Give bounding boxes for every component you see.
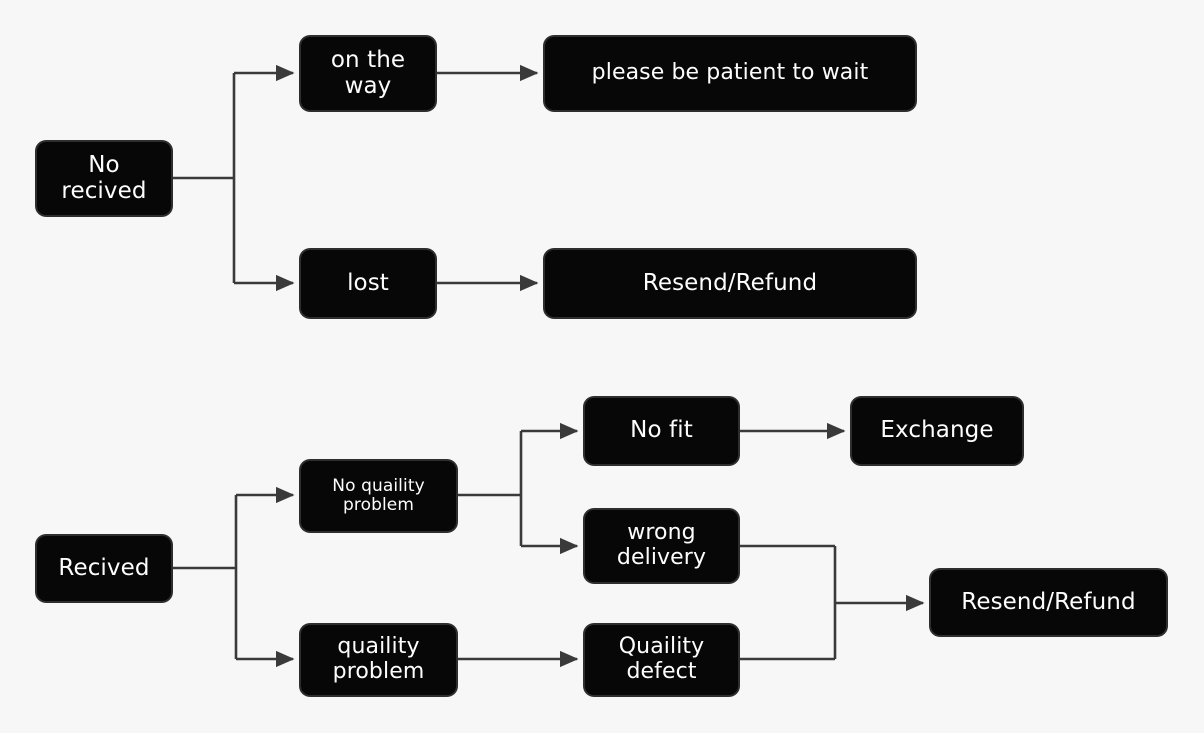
node-please-be-patient-to-wait[interactable]: please be patient to wait [545,37,915,110]
node-no-fit[interactable]: No fit [585,398,738,464]
node-quaility-defect-label: Quaility defect [618,634,705,684]
node-resend-refund-bottom-label: Resend/Refund [961,588,1136,615]
node-resend-refund-top[interactable]: Resend/Refund [545,250,915,317]
node-no-recived-label: No recived [61,151,147,204]
node-lost[interactable]: lost [301,250,435,317]
node-exchange[interactable]: Exchange [852,398,1022,464]
node-recived-label: Recived [58,554,150,581]
node-quaility-defect[interactable]: Quaility defect [585,625,738,695]
node-recived[interactable]: Recived [37,536,171,601]
node-wrong-delivery[interactable]: wrong delivery [585,510,738,582]
node-no-fit-label: No fit [630,417,693,444]
node-quaility-problem[interactable]: quaility problem [301,625,456,695]
node-resend-refund-top-label: Resend/Refund [642,269,818,296]
node-quaility-problem-label: quaility problem [332,634,425,684]
node-resend-refund-bottom[interactable]: Resend/Refund [931,570,1166,635]
node-on-the-way-label: on the way [330,46,406,99]
node-exchange-label: Exchange [880,417,994,444]
node-please-be-patient-to-wait-label: please be patient to wait [591,60,869,86]
node-on-the-way[interactable]: on the way [301,37,435,110]
node-lost-label: lost [347,269,389,296]
node-no-recived[interactable]: No recived [37,142,171,215]
node-no-quaility-problem[interactable]: No quaility problem [301,461,456,531]
node-no-quaility-problem-label: No quaility problem [332,475,425,515]
node-wrong-delivery-label: wrong delivery [616,520,707,570]
